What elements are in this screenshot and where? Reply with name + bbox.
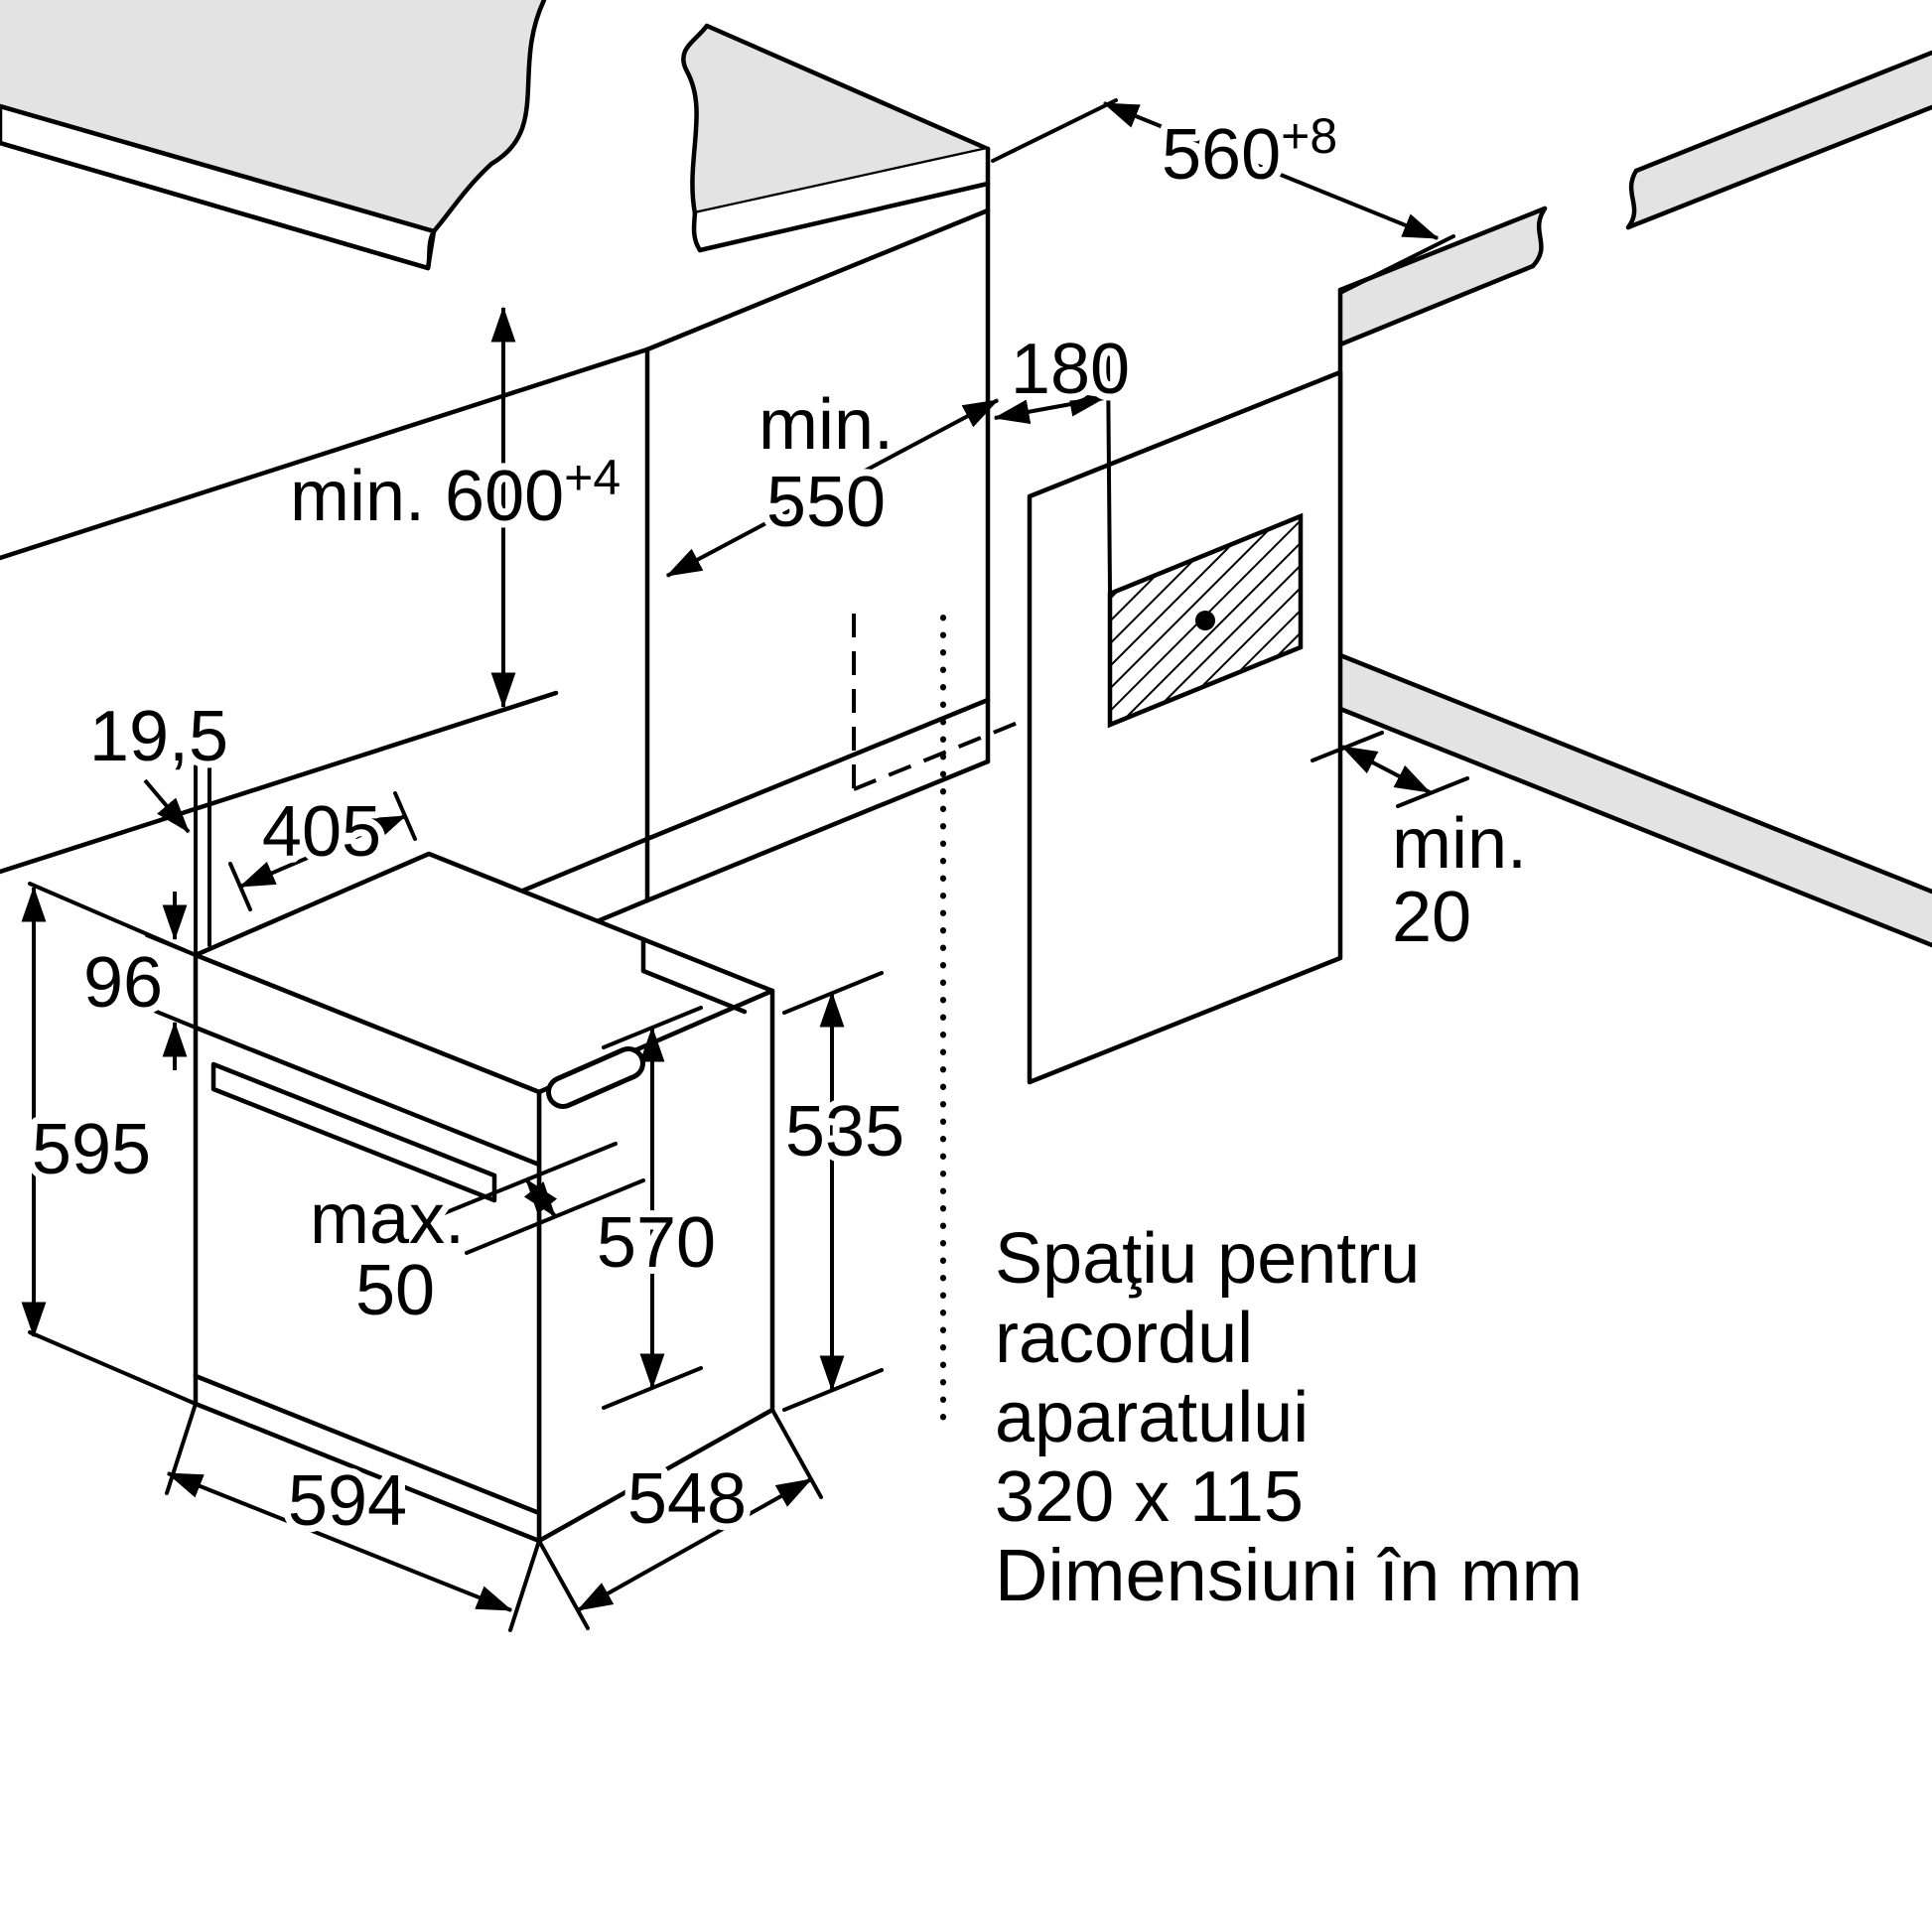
dim-label-oven-depth: 548 xyxy=(627,1459,747,1539)
oven xyxy=(193,851,775,1544)
countertop xyxy=(0,0,991,271)
connection-note: Spaţiu pentru racordul aparatului 320 x … xyxy=(995,1219,1420,1537)
arrow-max50 xyxy=(523,1177,558,1218)
dim-label-niche-depth-2: 550 xyxy=(766,463,886,542)
arrow-180 xyxy=(993,391,1106,425)
dim-label-handle-2: 50 xyxy=(355,1251,435,1330)
control-panel-line xyxy=(193,1025,542,1168)
dim-label-inner-height: 570 xyxy=(597,1203,716,1283)
note-line-4: 320 x 115 xyxy=(995,1457,1304,1537)
connection-point-dot xyxy=(1195,611,1215,630)
arrow-560 xyxy=(1102,101,1440,240)
dim-label-rear-gap-2: 20 xyxy=(1392,878,1471,957)
side-panel xyxy=(1027,369,1343,1085)
dim-label-connection-offset: 180 xyxy=(1011,330,1130,409)
units-note: Dimensiuni în mm xyxy=(995,1534,1583,1616)
dim-label-niche-depth-1: min. xyxy=(759,385,894,465)
dim-label-panel-height: 96 xyxy=(83,943,163,1023)
note-line-1: Spaţiu pentru xyxy=(995,1219,1420,1299)
arrow-19-5 xyxy=(143,778,191,834)
arrow-405 xyxy=(238,814,407,889)
arrow-550 xyxy=(665,398,1000,578)
dim-label-oven-height: 595 xyxy=(32,1110,151,1189)
arrow-548 xyxy=(576,1477,813,1612)
connection-space-hatch xyxy=(1107,512,1304,729)
arrow-min20 xyxy=(1340,745,1432,794)
oven-handle xyxy=(210,1061,497,1203)
dimension-arrows xyxy=(21,101,1440,1612)
dim-label-top-depth: 405 xyxy=(262,792,381,872)
dim-label-rear-gap-1: min. xyxy=(1392,804,1527,884)
note-line-2: racordul xyxy=(995,1299,1253,1378)
dim-label-oven-width: 594 xyxy=(288,1461,407,1541)
dim-label-niche-height: min. 600+4 xyxy=(290,450,621,536)
dim-label-front-overhang: 19,5 xyxy=(89,697,228,776)
dim-label-niche-width: 560+8 xyxy=(1162,108,1337,195)
note-line-3: aparatului xyxy=(995,1378,1309,1457)
dim-label-rear-height: 535 xyxy=(785,1092,904,1172)
right-wall xyxy=(1027,50,1932,1085)
side-slot xyxy=(546,1046,645,1109)
dim-label-handle-1: max. xyxy=(310,1179,465,1259)
room-lines xyxy=(0,346,650,875)
arrow-594 xyxy=(166,1471,513,1612)
